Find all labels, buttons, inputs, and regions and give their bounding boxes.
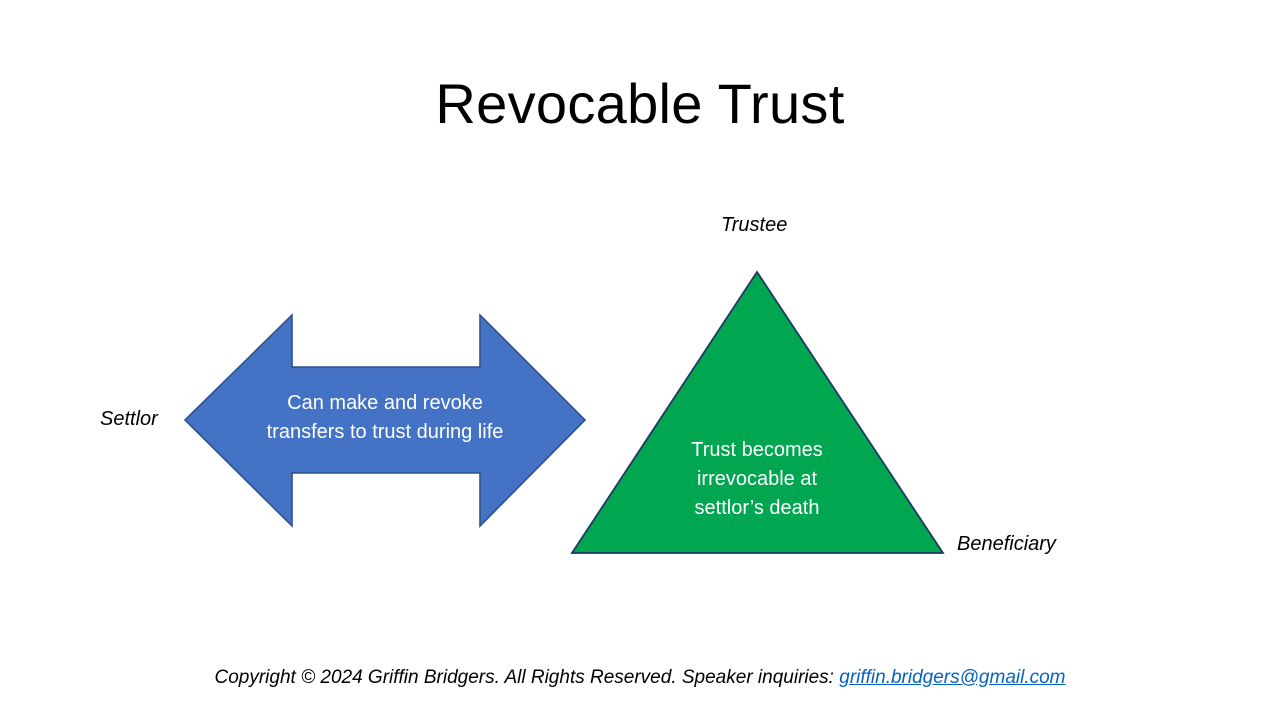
email-link[interactable]: griffin.bridgers@gmail.com xyxy=(839,667,1066,688)
page-title: Revocable Trust xyxy=(435,72,845,135)
triangle-shape[interactable] xyxy=(570,270,945,554)
triangle-caption-line-3: settlor’s death xyxy=(694,497,820,519)
arrow-caption-line-1: Can make and revoke xyxy=(287,392,483,414)
triangle-caption: Trust becomes irrevocable at settlor’s d… xyxy=(635,436,879,523)
arrow-caption: Can make and revoke transfers to trust d… xyxy=(215,389,555,447)
double-arrow-shape[interactable] xyxy=(183,313,587,528)
copyright-text: Copyright © 2024 Griffin Bridgers. All R… xyxy=(214,667,840,688)
arrow-caption-line-2: transfers to trust during life xyxy=(266,421,504,443)
label-beneficiary: Beneficiary xyxy=(957,533,1056,555)
triangle-caption-line-1: Trust becomes xyxy=(691,439,823,461)
label-trustee: Trustee xyxy=(721,214,788,236)
triangle-caption-line-2: irrevocable at xyxy=(696,468,818,490)
label-settlor: Settlor xyxy=(100,408,158,430)
copyright-footer: Copyright © 2024 Griffin Bridgers. All R… xyxy=(0,665,1280,691)
